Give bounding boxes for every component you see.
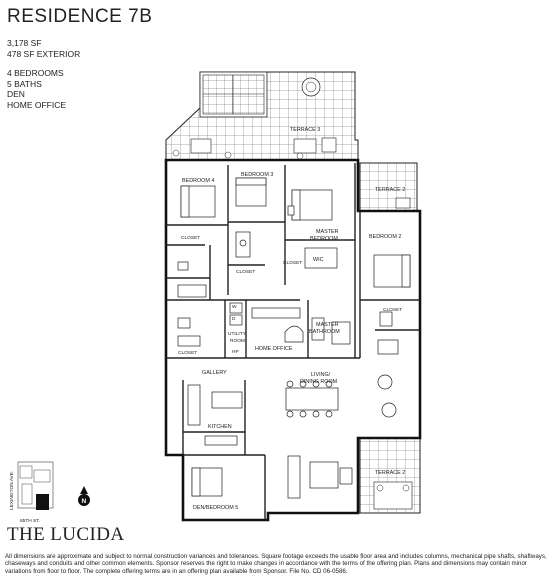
interior-walls (166, 163, 420, 520)
closet-master-label: CLOSET (283, 260, 302, 266)
north-letter: N (82, 498, 87, 505)
kitchen-label: KITCHEN (208, 424, 232, 430)
interior-area: 3,178 SF (7, 38, 42, 48)
washer-label: W (232, 304, 237, 310)
closet-b3-label: CLOSET (236, 269, 255, 275)
hp-label: HP (232, 349, 239, 355)
north-arrow-icon (78, 494, 90, 506)
room-labels: BEDROOM 4 BEDROOM 3 MASTER BEDROOM BEDRO… (178, 172, 402, 511)
home-office-label: HOME OFFICE (255, 346, 293, 352)
wic-label: WIC (313, 257, 324, 263)
gallery-label: GALLERY (202, 370, 227, 376)
living-label-2: DINING ROOM (300, 379, 338, 385)
closet-lower-label: CLOSET (178, 350, 197, 356)
feature-den: DEN (7, 89, 25, 99)
dryer-label: D (232, 316, 236, 322)
furniture (177, 177, 411, 499)
master-bedroom-label-2: BEDROOM (310, 236, 338, 242)
utility-label-1: UTILITY (228, 331, 247, 337)
bedroom4-label: BEDROOM 4 (182, 178, 214, 184)
terrace-right-top: TERRACE 2 (359, 162, 418, 212)
terrace-right-top-label: TERRACE 2 (375, 187, 405, 193)
terrace-right-bottom-label: TERRACE 2 (375, 470, 405, 476)
lexington-ave-label: LEXINGTON AVE. (9, 471, 15, 510)
terrace-right-bottom: TERRACE 2 (359, 437, 421, 514)
feature-home-office: HOME OFFICE (7, 99, 67, 110)
brand-name: THE LUCIDA (7, 524, 125, 545)
master-bath-label-2: BATHROOM (309, 329, 340, 335)
master-bath-label-1: MASTER (316, 322, 339, 328)
terrace-top-paving: TERRACE 3 (165, 71, 359, 161)
residence-title: RESIDENCE 7B (7, 6, 153, 27)
master-bedroom-label-1: MASTER (316, 229, 339, 235)
living-label-1: LIVING/ (311, 372, 331, 378)
bedroom2-label: BEDROOM 2 (369, 234, 401, 240)
85th-st-label: 85TH ST. (20, 518, 40, 524)
bedroom3-label: BEDROOM 3 (241, 172, 273, 178)
exterior-area: 478 SF EXTERIOR (7, 48, 81, 59)
terrace-top-label: TERRACE 3 (290, 127, 320, 133)
den-label: DEN/BEDROOM 5 (193, 505, 238, 511)
closet-b4-label: CLOSET (181, 235, 200, 241)
feature-baths: 5 BATHS (7, 78, 42, 89)
utility-label-2: ROOM (230, 338, 245, 344)
key-plan: LEXINGTON AVE. 85TH ST. N (9, 461, 90, 524)
feature-bedrooms: 4 BEDROOMS (7, 68, 64, 78)
disclaimer-text: All dimensions are approximate and subje… (5, 553, 547, 575)
closet-b2-label: CLOSET (383, 307, 402, 313)
